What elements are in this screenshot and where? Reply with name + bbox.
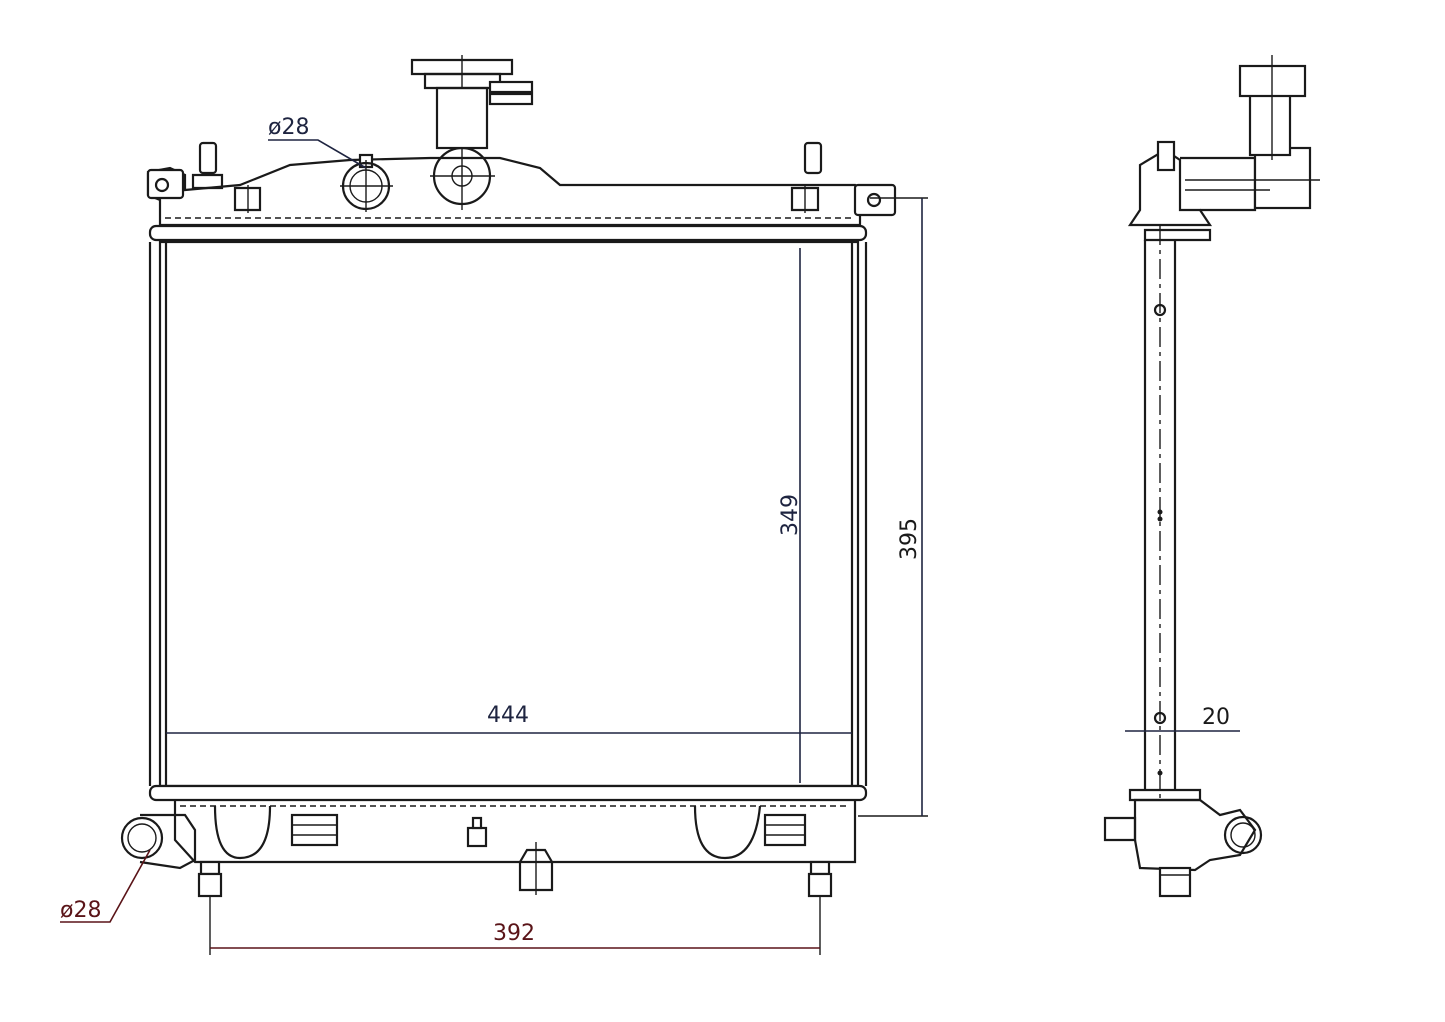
left-bottom-clip — [290, 813, 339, 847]
overall-height-label: 395 — [897, 518, 922, 560]
top-clip — [233, 186, 262, 212]
front-view — [120, 55, 897, 898]
drain-plug — [466, 826, 488, 848]
side-mount-hole-icon — [1153, 303, 1167, 317]
inlet-diameter-label: ø28 — [268, 115, 309, 140]
right-bottom-pocket — [693, 805, 762, 860]
side-core — [1143, 225, 1177, 800]
left-bottom-peg — [197, 872, 223, 898]
inlet-pipe — [340, 153, 393, 212]
top-tank — [146, 55, 897, 227]
outlet-diameter-leader — [60, 849, 151, 923]
mount-spacing-label: 392 — [493, 921, 535, 946]
bottom-center-mount — [518, 848, 554, 892]
radiator-cap — [410, 58, 514, 76]
inlet-diameter-leader — [268, 139, 367, 169]
left-top-peg — [198, 141, 218, 175]
right-top-bracket — [853, 183, 897, 217]
bottom-tank — [173, 800, 857, 898]
left-bottom-pocket — [213, 805, 272, 860]
outlet-diameter-label: ø28 — [60, 898, 101, 923]
outlet-pipe — [120, 813, 197, 870]
side-dimensions: 20 — [1125, 705, 1240, 732]
left-top-bracket — [146, 168, 185, 200]
depth-label: 20 — [1202, 705, 1230, 730]
right-top-peg — [803, 141, 823, 175]
side-mount-hole-icon — [1153, 711, 1167, 725]
top-header-plate — [148, 224, 868, 242]
front-dimensions: ø28 444 349 395 392 ø28 — [60, 115, 928, 955]
side-view — [1103, 55, 1320, 898]
bottom-header-plate — [148, 784, 868, 802]
filler-neck — [410, 55, 534, 210]
core-width-label: 444 — [487, 703, 529, 728]
right-bottom-peg — [807, 872, 833, 898]
right-bottom-clip — [763, 813, 807, 847]
bracket-hole-icon — [154, 177, 170, 193]
side-top-fittings — [1127, 55, 1320, 242]
side-bottom-fittings — [1103, 788, 1263, 898]
core-height-label: 349 — [778, 494, 803, 536]
